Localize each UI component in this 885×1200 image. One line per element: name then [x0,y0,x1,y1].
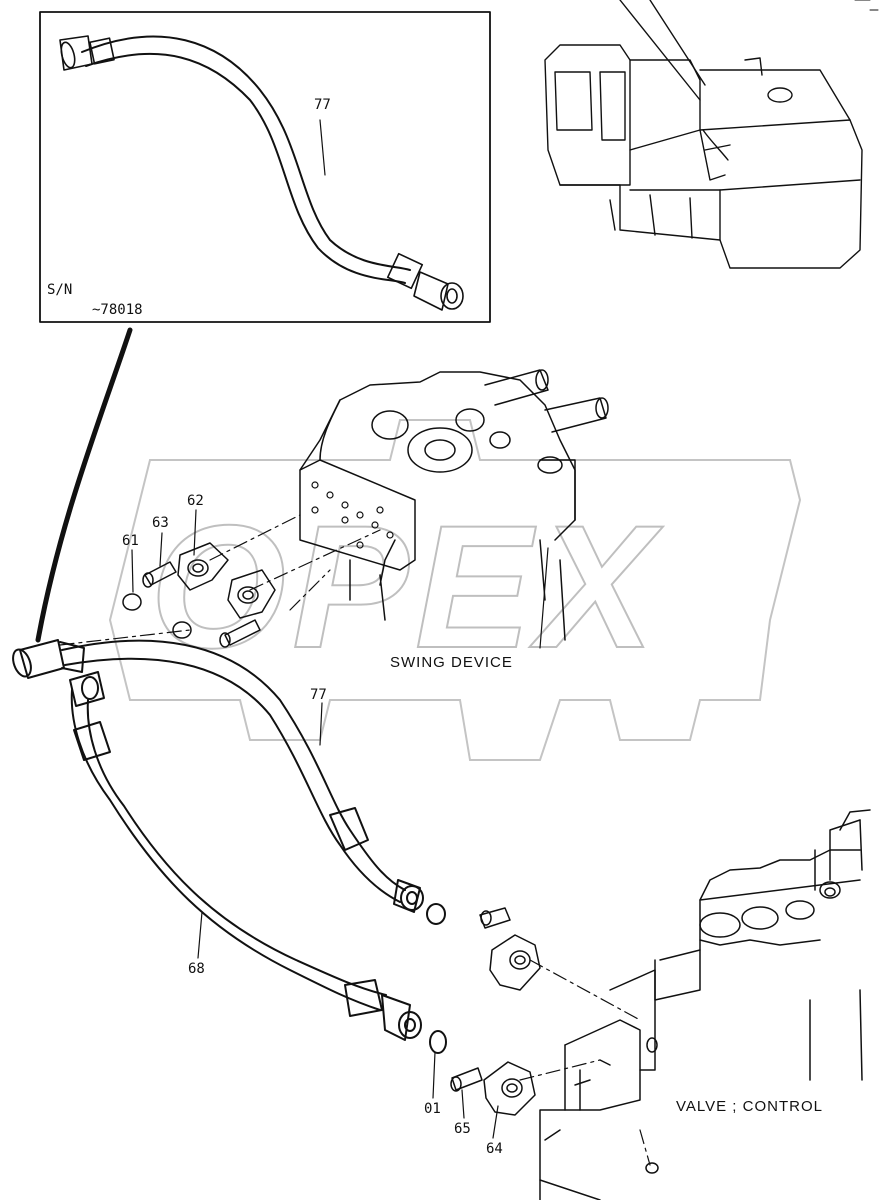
callout-68: 68 [188,961,205,977]
inset-part-label: 77 [314,97,331,113]
excavator-sketch [544,0,879,269]
control-valve-caption: VALVE ; CONTROL [676,1098,823,1115]
swing-device-block [299,369,609,641]
serial-label: S/N [47,282,73,298]
hose-68 [69,671,447,1054]
watermark-text: OPEX [149,490,661,685]
callout-63: 63 [152,515,169,531]
swing-device-caption: SWING DEVICE [390,654,513,671]
callout-64: 64 [486,1141,503,1157]
inset-leader-line [35,327,133,643]
callout-61: 61 [122,533,139,549]
swing-fittings [122,542,276,648]
valve-fittings [450,907,541,1116]
callout-01: 01 [424,1101,441,1117]
serial-range: ~78018 [92,302,143,318]
hose-77 [12,639,446,925]
inset-frame [39,11,491,323]
inset-hose-77 [59,35,464,311]
callout-65: 65 [454,1121,471,1137]
callout-77: 77 [310,687,327,703]
control-valve-body [539,809,871,1200]
callout-62: 62 [187,493,204,509]
callout-leaders [131,119,549,1139]
dash-dot-leaders [59,514,651,1166]
